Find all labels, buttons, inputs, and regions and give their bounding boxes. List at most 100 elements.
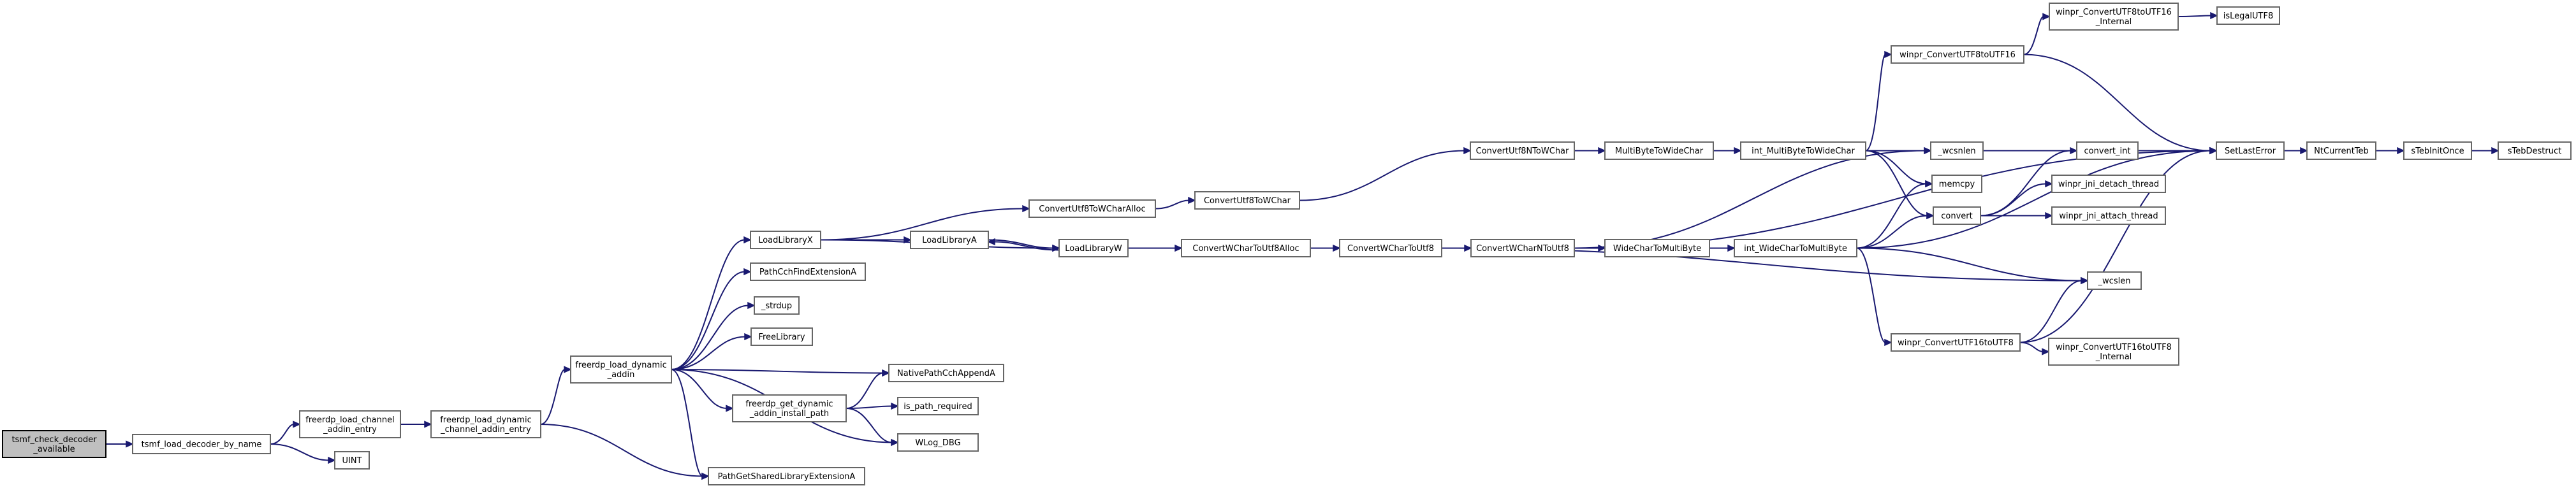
node-loadlibraryx[interactable]: LoadLibraryX	[750, 231, 821, 249]
node-winpr-jni-attach-thread[interactable]: winpr_jni_attach_thread	[2051, 206, 2166, 225]
node-ntcurrentteb[interactable]: NtCurrentTeb	[2306, 141, 2376, 160]
edge-n33-to-n39	[2019, 341, 2050, 355]
node-box	[1930, 141, 1984, 160]
node-box	[1604, 239, 1710, 257]
node-box	[2087, 271, 2142, 290]
node-label: ConvertWCharToUtf8Alloc	[1192, 244, 1299, 254]
node-box	[1740, 141, 1866, 160]
node-convert[interactable]: convert	[1933, 206, 1981, 225]
node-box	[897, 433, 979, 452]
node-loadlibrarya[interactable]: LoadLibraryA	[910, 231, 989, 249]
node-label: LoadLibraryX	[758, 236, 813, 245]
node-box	[1181, 239, 1311, 257]
node-stebinitonce[interactable]: sTebInitOnce	[2403, 141, 2472, 160]
node-uint[interactable]: UINT	[334, 451, 370, 470]
node-stebdestruct[interactable]: sTebDestruct	[2498, 141, 2572, 160]
node-label: ConvertUtf8ToWCharAlloc	[1039, 205, 1145, 214]
node-label: tsmf_load_decoder_by_name	[142, 440, 262, 450]
node-convertwcharntoutf8[interactable]: ConvertWCharNToUtf8	[1470, 239, 1575, 257]
node-label: is_path_required	[904, 402, 972, 412]
node-label: _addin	[607, 370, 635, 380]
node-memcpy[interactable]: memcpy	[1931, 175, 1982, 193]
edge-n25-to-n27	[1865, 50, 1892, 152]
node-winpr-convertutf8toutf16-internal[interactable]: winpr_ConvertUTF8toUTF16_Internal	[2049, 3, 2179, 31]
node-freerdp-get-dynamic-addin-install-path[interactable]: freerdp_get_dynamic_addin_install_path	[732, 394, 847, 422]
node-convertwchartoutf8alloc[interactable]: ConvertWCharToUtf8Alloc	[1181, 239, 1311, 257]
edge-n33-to-n32	[2019, 276, 2089, 343]
node-freerdp-load-channel-addin-entry[interactable]: freerdp_load_channel_addin_entry	[299, 410, 401, 438]
node-setlasterror[interactable]: SetLastError	[2216, 141, 2285, 160]
node-box	[2049, 3, 2179, 31]
edge-n40-to-n41	[2376, 147, 2405, 155]
node-tsmf-load-decoder-by-name[interactable]: tsmf_load_decoder_by_name	[132, 434, 271, 454]
node-label: PathGetSharedLibraryExtensionA	[718, 472, 856, 482]
node-box	[2076, 141, 2139, 160]
node-label: winpr_ConvertUTF16toUTF8	[1898, 338, 2014, 348]
node-box	[1339, 239, 1442, 257]
edge-n33-to-n31	[2019, 147, 2218, 343]
node-strdup[interactable]: _strdup	[754, 296, 800, 315]
node-convertwchartoutf8[interactable]: ConvertWCharToUtf8	[1339, 239, 1442, 257]
node-islegalutf8[interactable]: isLegalUTF8	[2216, 6, 2280, 25]
node-wlog-dbg[interactable]: WLog_DBG	[897, 433, 979, 452]
node-winpr-convertutf8toutf16[interactable]: winpr_ConvertUTF8toUTF16	[1891, 45, 2024, 64]
node-convert-int[interactable]: convert_int	[2076, 141, 2139, 160]
node-label: freerdp_load_dynamic	[440, 415, 532, 425]
node-multibytetowidechar[interactable]: MultiByteToWideChar	[1604, 141, 1714, 160]
node-is-path-required[interactable]: is_path_required	[897, 397, 979, 415]
edge-n12-to-n14	[845, 402, 899, 410]
node-winpr-convertutf16toutf8[interactable]: winpr_ConvertUTF16toUTF8	[1891, 333, 2021, 352]
node-box	[1194, 191, 1300, 210]
node-label: winpr_ConvertUTF8toUTF16	[1899, 50, 2016, 60]
node-pathcchfindextensiona[interactable]: PathCchFindExtensionA	[750, 262, 866, 281]
node-winpr-convertutf16toutf8-internal[interactable]: winpr_ConvertUTF16toUTF8_Internal	[2048, 338, 2179, 366]
node-label: WLog_DBG	[915, 438, 960, 448]
node-pathgetsharedlibraryextensiona[interactable]: PathGetSharedLibraryExtensionA	[708, 467, 865, 485]
node-label: _Internal	[2095, 17, 2132, 27]
node-box	[1028, 199, 1156, 218]
edge-n17-to-n16	[987, 238, 1060, 251]
call-edges	[105, 11, 2499, 480]
node-freerdp-load-dynamic-addin[interactable]: freerdp_load_dynamic_addin	[570, 355, 672, 384]
edge-n18-to-n21	[1299, 147, 1472, 201]
node-int-multibytetowidechar[interactable]: int_MultiByteToWideChar	[1740, 141, 1866, 160]
node-label: _Internal	[2095, 352, 2132, 362]
node-wcslen[interactable]: _wcslen	[2087, 271, 2142, 290]
node-label: LoadLibraryW	[1065, 244, 1122, 254]
node-label: SetLastError	[2225, 147, 2276, 156]
node-label: _available	[33, 445, 75, 454]
node-convertutf8towcharalloc[interactable]: ConvertUtf8ToWCharAlloc	[1028, 199, 1156, 218]
node-label: ConvertUtf8ToWChar	[1204, 196, 1291, 206]
node-box	[1734, 239, 1857, 257]
node-freelibrary[interactable]: FreeLibrary	[750, 327, 813, 346]
edge-n12-to-n11	[845, 369, 890, 409]
node-nativepathcchappenda[interactable]: NativePathCchAppendA	[888, 364, 1004, 382]
node-label: _wcsnlen	[1937, 147, 1975, 156]
node-label: int_WideCharToMultiByte	[1744, 244, 1847, 254]
edge-n26-to-n29	[1856, 180, 1933, 249]
edge-n7-to-n15	[820, 205, 1030, 241]
node-int-widechartomultibyte[interactable]: int_WideCharToMultiByte	[1734, 239, 1857, 257]
node-wcsnlen[interactable]: _wcsnlen	[1930, 141, 1984, 160]
node-label: PathCchFindExtensionA	[759, 268, 856, 277]
node-widechartomultibyte[interactable]: WideCharToMultiByte	[1604, 239, 1710, 257]
node-loadlibraryw[interactable]: LoadLibraryW	[1058, 239, 1129, 257]
node-box	[1604, 141, 1714, 160]
node-freerdp-load-dynamic-channel-addin-entry[interactable]: freerdp_load_dynamic_channel_addin_entry	[430, 410, 541, 438]
node-winpr-jni-detach-thread[interactable]: winpr_jni_detach_thread	[2051, 175, 2166, 193]
node-box	[132, 434, 271, 454]
node-box	[2306, 141, 2376, 160]
edge-n5-to-n6	[671, 369, 710, 480]
node-label: MultiByteToWideChar	[1615, 147, 1704, 156]
node-label: convert_int	[2084, 147, 2131, 156]
edge-n5-to-n12	[671, 369, 734, 412]
node-label: NtCurrentTeb	[2314, 147, 2369, 156]
edge-n5-to-n7	[671, 236, 752, 370]
node-label: _addin_install_path	[749, 409, 829, 419]
node-box	[1891, 45, 2024, 64]
node-box	[750, 262, 866, 281]
node-convertutf8towchar[interactable]: ConvertUtf8ToWChar	[1194, 191, 1300, 210]
node-convertutf8ntowchar[interactable]: ConvertUtf8NToWChar	[1470, 141, 1575, 160]
edge-n2-to-n4	[400, 420, 432, 428]
